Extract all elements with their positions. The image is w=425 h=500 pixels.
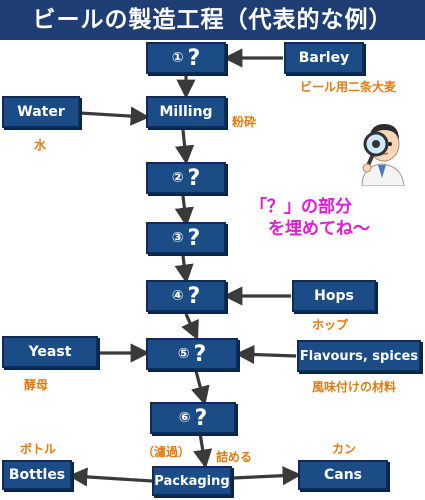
packaging-jp-label: 詰める — [216, 450, 253, 464]
step-5-number: ⑤ — [177, 346, 190, 362]
step-3-question-mark: ? — [187, 225, 201, 251]
page-title: ビールの製造工程（代表的な例） — [0, 0, 425, 40]
milling-box[interactable]: Milling — [146, 96, 226, 128]
milling-jp-label: 粉砕 — [232, 115, 257, 129]
step-5-question-mark: ? — [193, 341, 207, 367]
callout-line-1: 「？」の部分 — [250, 197, 352, 217]
step-5-box[interactable]: ⑤ ? — [146, 338, 238, 370]
arrow-flavours-to-q5 — [235, 344, 297, 365]
hops-jp-label: ホップ — [312, 318, 349, 332]
filtration-jp-label: （濾過） — [142, 445, 191, 459]
step-6-question-mark: ? — [194, 405, 208, 431]
step-1-number: ① — [171, 50, 184, 66]
cans-jp-label: カン — [332, 442, 357, 456]
yeast-jp-label: 酵母 — [24, 378, 49, 392]
step-2-number: ② — [171, 170, 184, 186]
flavours-box[interactable]: Flavours, spices — [297, 340, 421, 372]
step-2-question-mark: ? — [187, 165, 201, 191]
water-jp-label: 水 — [34, 138, 47, 152]
packaging-box[interactable]: Packaging — [152, 466, 232, 496]
arrow-water-to-milling — [79, 106, 150, 126]
barley-jp-label: ビール用二条大麦 — [300, 80, 397, 94]
arrow-q5-to-q6 — [191, 370, 210, 406]
arrow-packaging-to-cans — [232, 466, 302, 486]
callout-line-2: を埋めてね～ — [268, 219, 370, 239]
doctor-magnifier-illustration — [361, 124, 405, 186]
step-1-question-mark: ? — [187, 45, 201, 71]
yeast-box[interactable]: Yeast — [2, 336, 98, 368]
step-1-box[interactable]: ① ? — [146, 42, 226, 74]
bottles-box[interactable]: Bottles — [2, 460, 72, 490]
step-3-box[interactable]: ③ ? — [146, 222, 226, 254]
arrow-milling-to-q2 — [175, 129, 195, 165]
step-3-number: ③ — [171, 230, 184, 246]
step-6-box[interactable]: ⑥ ? — [150, 402, 236, 434]
step-6-number: ⑥ — [178, 410, 191, 426]
step-4-question-mark: ? — [187, 283, 201, 309]
arrow-q2-to-q3 — [174, 195, 194, 227]
bottles-jp-label: ボトル — [20, 442, 57, 456]
flavours-jp-label: 風味付けの材料 — [312, 380, 397, 394]
step-2-box[interactable]: ② ? — [146, 162, 226, 194]
arrow-q4-to-q5 — [181, 313, 199, 341]
hops-box[interactable]: Hops — [292, 280, 376, 312]
water-box[interactable]: Water — [2, 96, 80, 128]
barley-box[interactable]: Barley — [284, 42, 364, 74]
cans-box[interactable]: Cans — [298, 460, 388, 490]
arrow-q3-to-q4 — [174, 255, 194, 284]
step-4-box[interactable]: ④ ? — [146, 280, 226, 312]
arrow-packaging-to-bottles — [68, 467, 153, 487]
step-4-number: ④ — [171, 288, 184, 304]
arrow-q6-to-packaging — [193, 432, 213, 469]
